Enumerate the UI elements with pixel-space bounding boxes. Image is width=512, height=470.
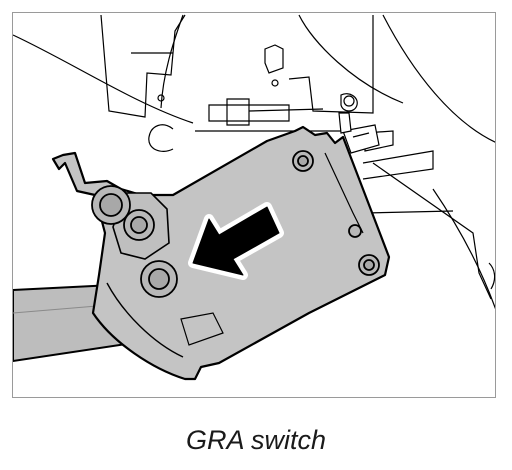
mounting-screw [140,260,178,298]
direction-arrow-icon [188,202,284,280]
wiring-connector [338,112,380,154]
mounting-screw [123,209,155,241]
background-parts [13,14,495,310]
figure-caption: GRA switch [185,425,327,455]
mounting-screws [91,150,380,298]
mounting-screw [358,254,380,276]
illustration-frame [12,12,496,398]
gra-switch-illustration [13,14,495,381]
mounting-screw [292,150,314,172]
mounting-screw [348,224,362,238]
mounting-screw [91,185,131,225]
